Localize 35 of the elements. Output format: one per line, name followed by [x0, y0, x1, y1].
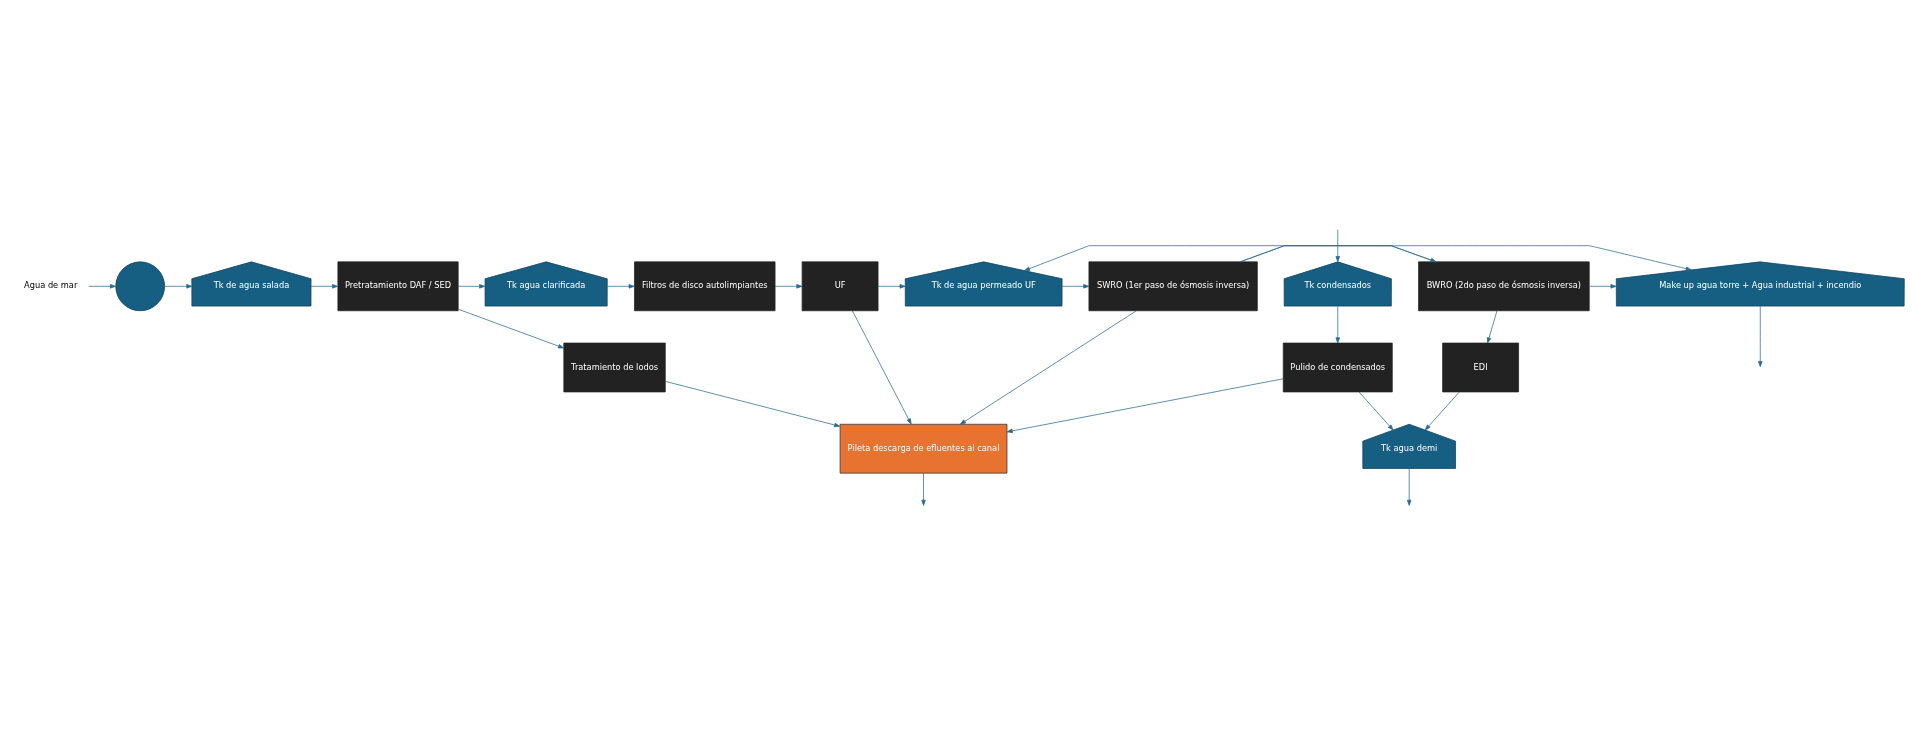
- node-box: SWRO (1er paso de ósmosis inversa): [1088, 261, 1258, 312]
- arrow: [310, 284, 339, 289]
- arrow: [1358, 391, 1394, 431]
- node-box: EDI: [1442, 342, 1519, 393]
- arrow: [877, 284, 906, 289]
- node-box: Pretratamiento DAF / SED: [337, 261, 459, 312]
- node-box: UF: [801, 261, 879, 312]
- arrow: [852, 310, 912, 425]
- arrow: [774, 284, 803, 289]
- arrow: [1239, 245, 1692, 271]
- node-box: Filtros de disco autolimpiantes: [634, 261, 776, 312]
- arrow: [1424, 391, 1460, 431]
- arrow: [665, 381, 841, 428]
- arrow: [1335, 305, 1340, 344]
- node-circle: [115, 261, 165, 312]
- arrow: [457, 308, 565, 349]
- node-box: Pulido de condensados: [1282, 342, 1393, 393]
- arrow: [1061, 284, 1090, 289]
- arrow: [959, 310, 1137, 425]
- arrow: [1006, 378, 1284, 434]
- arrow: [1406, 468, 1412, 506]
- arrow: [1486, 310, 1498, 344]
- arrow: [1024, 245, 1437, 271]
- arrow: [606, 284, 635, 289]
- arrow: [1588, 284, 1617, 289]
- arrow: [1335, 229, 1340, 263]
- node-box: BWRO (2do paso de ósmosis inversa): [1418, 261, 1590, 312]
- arrow: [1758, 305, 1763, 367]
- node-text: Agua de mar: [24, 280, 78, 291]
- arrow: [921, 472, 926, 506]
- arrow: [458, 284, 486, 289]
- arrow: [88, 284, 116, 289]
- arrow: [164, 284, 193, 289]
- node-box: Tratamiento de lodos: [563, 342, 666, 393]
- node-box: Pileta descarga de efluentes al canal: [839, 423, 1008, 474]
